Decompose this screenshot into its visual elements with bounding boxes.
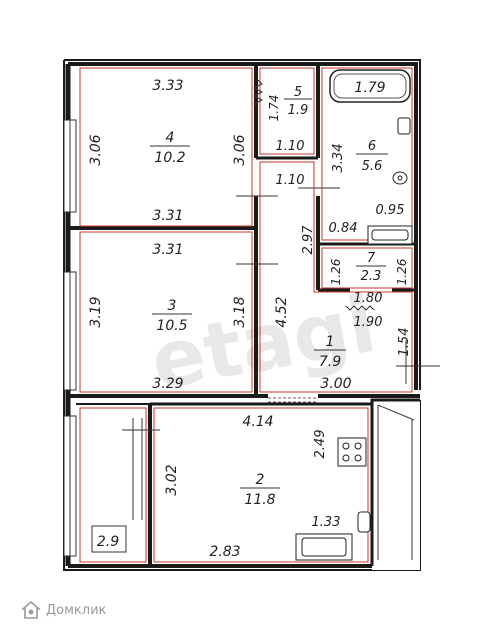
dimension-labels: 3.33 3.06 3.06 3.31 1.74 1.10 1.10 1.79 …: [88, 78, 412, 560]
dim-label: 3.18: [232, 296, 248, 327]
dim-label: 2.97: [301, 225, 316, 255]
brand-logo-icon: [22, 601, 40, 619]
dim-label: 1.74: [267, 95, 281, 122]
dim-label: 3.33: [152, 78, 183, 94]
dim-label: 4.14: [242, 414, 273, 430]
room-boundaries: [79, 67, 413, 563]
dim-label: 1.79: [354, 80, 385, 96]
vent-marks: [252, 79, 375, 311]
window-left-bottom: [63, 415, 77, 557]
sink-icon: [367, 225, 413, 245]
dim-label: 3.29: [152, 376, 183, 392]
svg-text:1: 1: [326, 334, 335, 350]
room-label-5: 5 1.9: [284, 85, 312, 118]
svg-text:7.9: 7.9: [319, 354, 341, 370]
dim-label: 4.52: [274, 296, 290, 327]
svg-text:1.9: 1.9: [288, 103, 309, 118]
room-label-7: 7 2.3: [356, 251, 386, 284]
svg-text:10.5: 10.5: [156, 318, 187, 334]
toilet-icon: [392, 117, 411, 185]
dim-label: 3.00: [320, 376, 351, 392]
passage-openings: [268, 397, 318, 403]
svg-text:11.8: 11.8: [244, 492, 275, 508]
dim-label: 1.10: [276, 173, 305, 188]
svg-text:2.3: 2.3: [361, 269, 382, 284]
dim-label: 1.26: [395, 258, 409, 285]
dim-label: 3.34: [331, 144, 346, 173]
dim-label: 0.84: [329, 221, 358, 236]
interior-walls: [68, 64, 420, 566]
svg-text:2: 2: [256, 472, 265, 488]
svg-text:5.6: 5.6: [362, 159, 383, 174]
room-label-1: 1 7.9: [314, 334, 346, 370]
dim-label: 3.02: [164, 464, 180, 495]
dim-label: 2.49: [313, 430, 328, 459]
brand-logo: Домклик: [22, 598, 106, 622]
room-label-6: 6 5.6: [356, 139, 388, 174]
dim-label: 0.95: [376, 203, 405, 218]
dim-label: 3.31: [152, 242, 183, 258]
kitchen-sink-icon: [295, 511, 371, 561]
dim-label: 3.19: [88, 296, 104, 327]
brand-name: Домклик: [46, 602, 107, 618]
dim-label: 2.9: [97, 534, 119, 550]
svg-text:6: 6: [368, 139, 376, 154]
balcony-area-box: [91, 525, 127, 553]
svg-text:10.2: 10.2: [154, 150, 185, 166]
svg-text:3: 3: [168, 298, 177, 314]
dim-label: 1.26: [329, 258, 343, 285]
bathtub-icon: [329, 69, 411, 103]
room-label-4: 4 10.2: [150, 130, 190, 166]
dim-label: 1.54: [397, 328, 412, 357]
svg-text:7: 7: [367, 251, 376, 266]
dim-label: 2.83: [209, 544, 240, 560]
svg-text:5: 5: [294, 85, 302, 100]
room-label-3: 3 10.5: [152, 298, 192, 334]
dim-label: 1.80: [354, 291, 383, 306]
room-label-2: 2 11.8: [240, 472, 280, 508]
dim-label: 3.06: [88, 134, 104, 165]
stove-icon: [337, 437, 367, 467]
dim-label: 1.90: [354, 315, 383, 330]
dim-label: 1.33: [312, 515, 341, 530]
door-markers: [122, 187, 440, 520]
svg-text:4: 4: [166, 130, 175, 146]
window-left-middle: [63, 271, 77, 391]
entrance-door: [370, 398, 420, 570]
dim-label: 1.10: [276, 139, 305, 154]
window-left-top: [63, 119, 77, 213]
dim-label: 3.31: [152, 208, 183, 224]
dim-label: 3.06: [232, 134, 248, 165]
